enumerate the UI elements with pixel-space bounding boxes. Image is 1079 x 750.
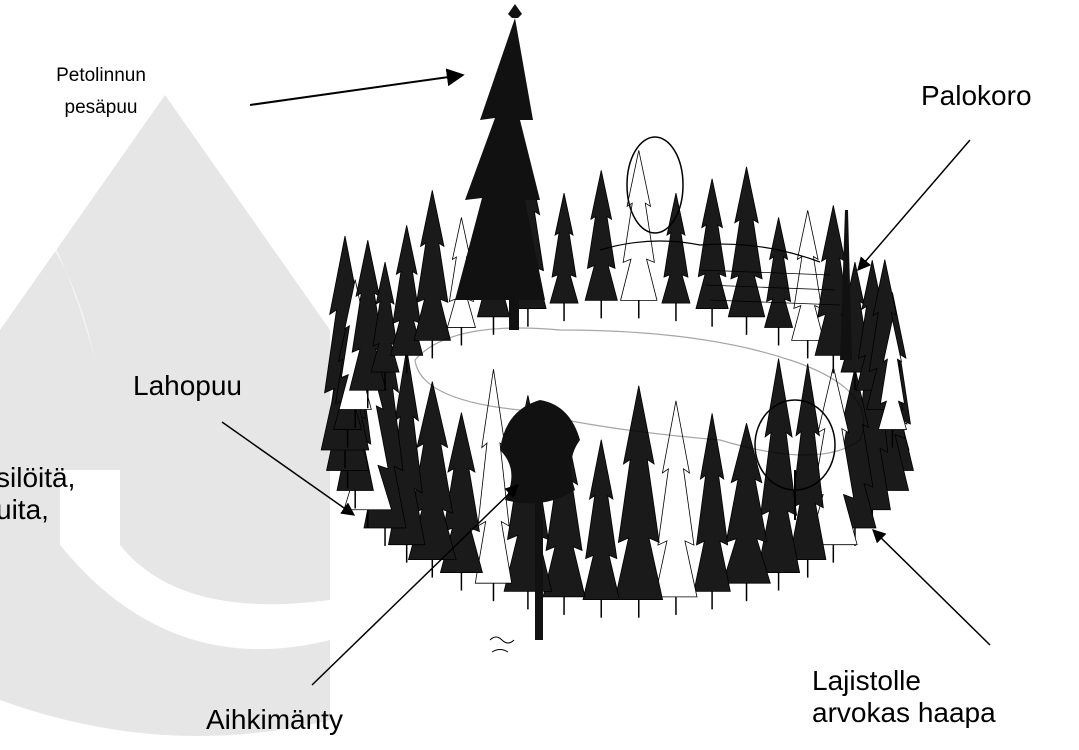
label-lajistolle-line2: arvokas haapa bbox=[812, 697, 996, 729]
arrow-lahopuu bbox=[222, 422, 354, 515]
arrow-palokoro bbox=[858, 140, 970, 270]
cut-off-text: silöitä, uita, bbox=[0, 462, 75, 526]
arrow-aihkimanty bbox=[312, 485, 518, 685]
cut-off-line2: uita, bbox=[0, 494, 75, 526]
label-petolinnun-line2: pesäpuu bbox=[36, 97, 166, 119]
label-lahopuu: Lahopuu bbox=[133, 370, 242, 402]
label-aihkimanty: Aihkimänty bbox=[206, 704, 343, 736]
label-palokoro: Palokoro bbox=[921, 80, 1032, 112]
label-petolinnun: Petolinnun pesäpuu bbox=[36, 65, 166, 119]
arrow-haapa bbox=[873, 530, 990, 645]
label-lajistolle-line1: Lajistolle bbox=[812, 665, 996, 697]
label-lajistolle: Lajistolle arvokas haapa bbox=[812, 665, 996, 729]
label-petolinnun-line1: Petolinnun bbox=[36, 65, 166, 87]
cut-off-line1: silöitä, bbox=[0, 462, 75, 494]
arrow-petolinnun bbox=[250, 75, 463, 105]
